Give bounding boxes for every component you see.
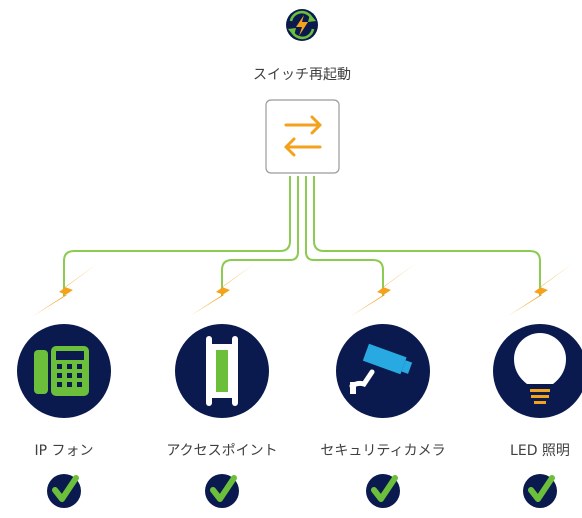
device-label-access-point: アクセスポイント	[166, 443, 278, 459]
status-checks	[47, 474, 557, 508]
light-bulb-icon	[493, 324, 582, 418]
check-icon	[366, 474, 400, 508]
device-label-security-camera: セキュリティカメラ	[320, 443, 446, 459]
access-point-icon	[175, 324, 269, 418]
restart-icon	[286, 9, 318, 41]
check-icon	[523, 474, 557, 508]
ip-phone-icon	[17, 324, 111, 418]
security-camera-icon	[336, 324, 430, 418]
check-icon	[47, 474, 81, 508]
device-label-ip-phone: IP フォン	[34, 443, 94, 459]
check-icon	[205, 474, 239, 508]
page-title: スイッチ再起動	[253, 67, 351, 83]
lightning-bolt-icon	[33, 264, 97, 316]
lightning-bolt-icon	[190, 264, 254, 316]
cable-lines	[63, 176, 541, 296]
device-label-led-light: LED 照明	[510, 443, 570, 459]
network-switch-icon	[265, 99, 340, 174]
power-bolts	[33, 264, 572, 316]
lightning-bolt-icon	[351, 264, 415, 316]
lightning-bolt-icon	[508, 264, 572, 316]
